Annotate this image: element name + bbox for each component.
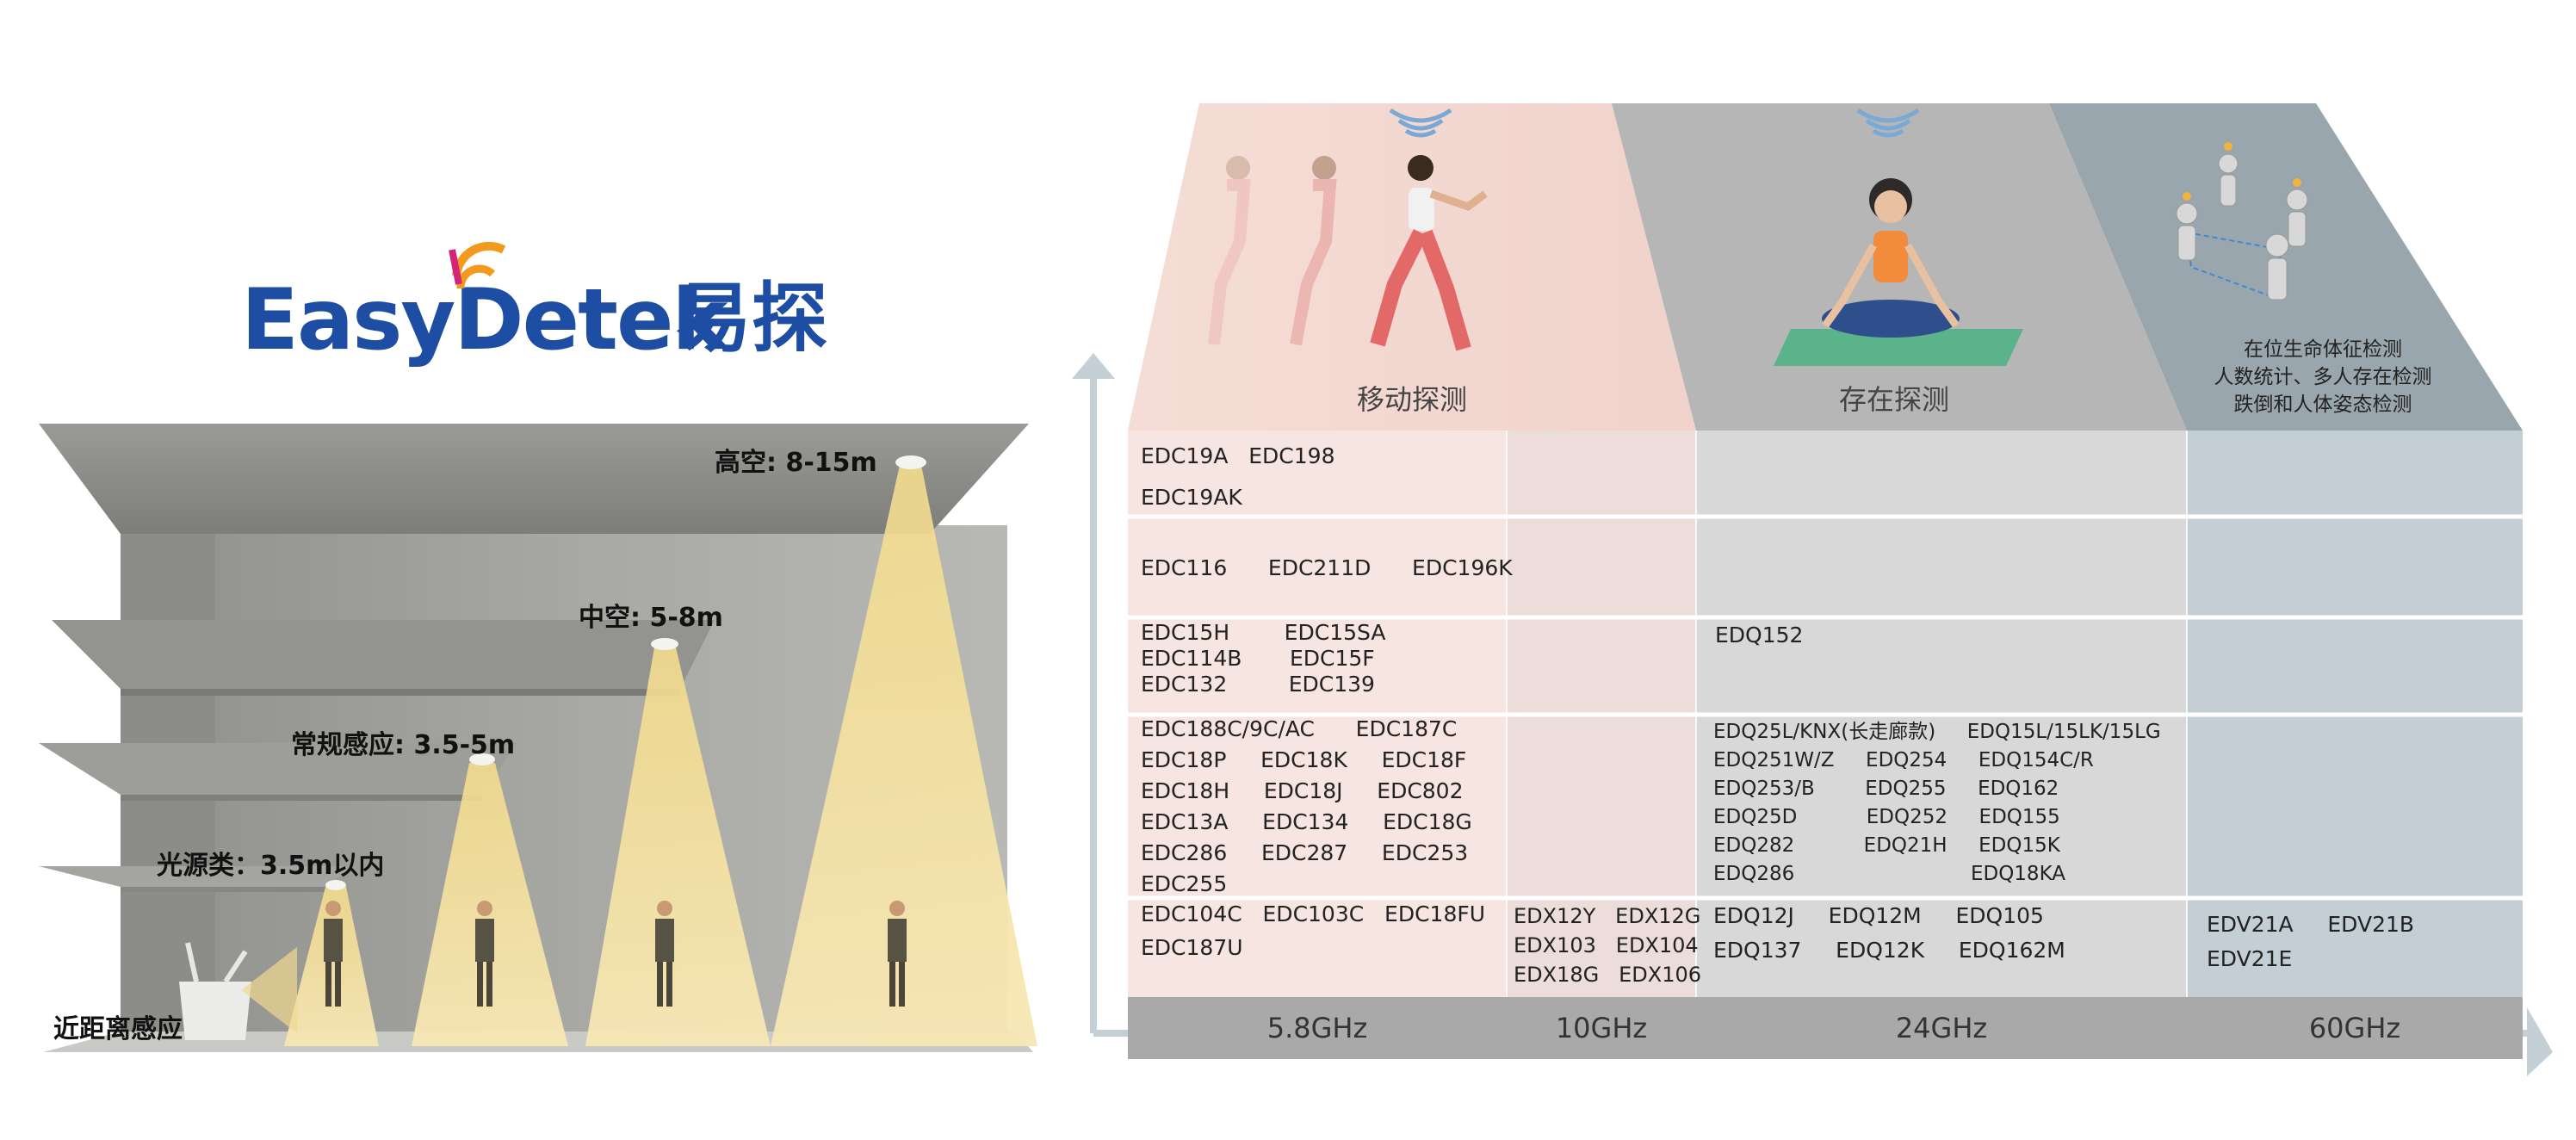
person-figures [324, 901, 907, 1007]
beam-mid [585, 647, 771, 1046]
building-section: 高空: 8-15m 中空: 5-8m 常规感应: 3.5-5m 光源类：3.5m… [39, 424, 1037, 1052]
shelf-light-edge [121, 887, 327, 892]
category-label-vital: 在位生命体征检测人数统计、多人存在检测跌倒和人体姿态检测 [2214, 338, 2432, 416]
multi-person-illustration [2176, 142, 2308, 300]
category-label-presence: 存在探测 [1839, 383, 1949, 416]
brand-name-en: EasyDetek [241, 271, 730, 369]
row-separators [1128, 514, 2523, 901]
shelf-light [39, 866, 353, 887]
products-r2-58ghz: EDC116 EDC211D EDC196K [1141, 555, 1513, 580]
x-axis-arrow [2527, 1007, 2553, 1076]
ceiling-high [39, 424, 1029, 534]
sensor-light [325, 880, 346, 890]
level-label-regular: 常规感应: 3.5-5m [291, 730, 515, 760]
level-label-high: 高空: 8-15m [715, 448, 877, 478]
sensor-mid [651, 638, 678, 650]
sensor-high [895, 455, 926, 469]
product-matrix: 5.8GHz 10GHz 24GHz 60GHz [1072, 103, 2553, 1076]
wave-icon-motion [1389, 108, 1452, 138]
signal-icon [449, 241, 506, 289]
level-label-light: 光源类：3.5m以内 [157, 851, 384, 881]
frequency-58ghz: 5.8GHz [1267, 1012, 1368, 1044]
sensor-regular [469, 753, 495, 765]
near-field-device [179, 942, 297, 1040]
shelf-regular [39, 743, 517, 795]
products-r1-58ghz: EDC19A EDC198 EDC19AK [1141, 443, 1334, 510]
shelf-mid-edge [121, 689, 680, 696]
products-r3-24ghz: EDQ152 [1715, 623, 1803, 647]
frequency-10ghz: 10GHz [1556, 1012, 1647, 1044]
y-axis-arrow [1072, 353, 1115, 379]
column-separators [1506, 431, 2188, 1059]
runner-illustration [1208, 155, 1488, 351]
brand-logo: EasyDetek 易探 [241, 241, 827, 369]
frequency-60ghz: 60GHz [2309, 1012, 2400, 1044]
shelf-regular-edge [121, 795, 482, 801]
shelf-mid [52, 620, 715, 689]
brand-name-cn: 易探 [676, 274, 827, 362]
meditation-illustration [1774, 178, 2023, 366]
frequency-24ghz: 24GHz [1896, 1012, 1987, 1044]
category-label-motion: 移动探测 [1357, 383, 1467, 416]
beam-high [771, 465, 1037, 1046]
frequency-row-bg [1128, 997, 2523, 1059]
level-label-near: 近距离感应 [53, 1014, 183, 1044]
wave-icon-presence [1856, 108, 1920, 138]
level-label-mid: 中空: 5-8m [579, 603, 723, 633]
